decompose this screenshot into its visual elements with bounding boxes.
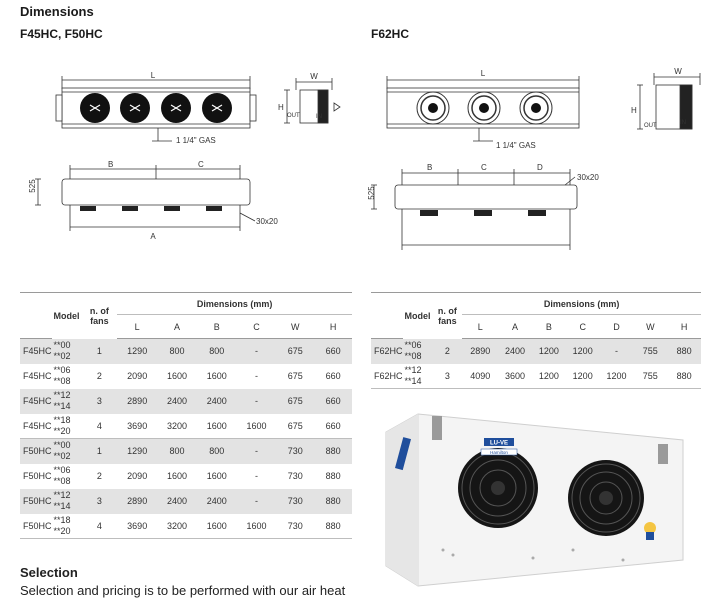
- product-photo: LU-VE Hamilton: [385, 413, 684, 587]
- dimensions-header: Dimensions (mm): [462, 292, 701, 315]
- side-brand-label: [395, 437, 412, 471]
- dim-label-w: W: [310, 72, 318, 81]
- column-header: B: [196, 314, 237, 339]
- brand-name-text: Hamilton: [490, 450, 508, 455]
- gas-label: 1 1/4" GAS: [496, 141, 536, 150]
- column-header: W: [276, 314, 315, 339]
- dim-label-b: B: [108, 160, 113, 169]
- column-header: C: [236, 314, 277, 339]
- fan-icon: [458, 448, 538, 528]
- model-header: Model: [51, 292, 82, 339]
- left-models-heading: F45HC, F50HC: [20, 27, 103, 41]
- dim-label-c: C: [198, 160, 204, 169]
- bracket-label: 30x20: [577, 173, 599, 182]
- right-technical-drawing: L 1 1/4" GAS W H OUT IN B C D 30x20: [367, 67, 701, 250]
- column-header: H: [667, 314, 701, 339]
- selection-text: Selection and pricing is to be performed…: [20, 583, 346, 598]
- column-header: C: [565, 314, 600, 339]
- gas-label: 1 1/4" GAS: [176, 136, 216, 145]
- dim-label-depth: 525: [367, 186, 376, 200]
- column-header: B: [531, 314, 566, 339]
- model-header: Model: [402, 292, 433, 339]
- in-label: IN: [316, 114, 322, 120]
- mounting-bracket: [432, 416, 442, 440]
- dimensions-heading: Dimensions: [20, 4, 94, 19]
- right-front-fans: [416, 91, 553, 125]
- dim-label-h: H: [278, 103, 284, 112]
- left-technical-drawing: L 1 1/4" GAS W H OUT IN B C 525: [28, 71, 341, 241]
- dim-label-depth: 525: [28, 179, 37, 193]
- dim-label-h: H: [631, 106, 637, 115]
- column-header: A: [157, 314, 197, 339]
- column-header: L: [117, 314, 158, 339]
- mascot-sticker: [644, 522, 656, 534]
- column-header: D: [599, 314, 634, 339]
- bracket-label: 30x20: [256, 217, 278, 226]
- dim-label-w: W: [674, 67, 682, 76]
- right-models-heading: F62HC: [371, 27, 410, 41]
- dim-label-b: B: [427, 163, 432, 172]
- dim-label-c: C: [481, 163, 487, 172]
- in-label: IN: [680, 120, 686, 126]
- out-label: OUT: [287, 113, 300, 119]
- dim-label-l: L: [481, 69, 486, 78]
- dimensions-header: Dimensions (mm): [117, 292, 352, 315]
- selection-heading: Selection: [20, 565, 78, 580]
- dim-label-l: L: [151, 71, 156, 80]
- dim-label-a: A: [150, 232, 156, 241]
- fan-icon: [568, 460, 644, 536]
- column-header: W: [633, 314, 668, 339]
- column-header: L: [462, 314, 499, 339]
- fan-icon: [416, 91, 450, 125]
- brand-badge-text: LU-VE: [490, 441, 508, 447]
- left-front-fans: [80, 93, 232, 123]
- fan-icon: [467, 91, 501, 125]
- brand-badge: [484, 438, 514, 446]
- column-header: A: [498, 314, 532, 339]
- dim-label-d: D: [537, 163, 543, 172]
- mounting-bracket: [658, 444, 668, 464]
- out-label: OUT: [644, 123, 657, 129]
- column-header: H: [314, 314, 352, 339]
- fan-icon: [519, 91, 553, 125]
